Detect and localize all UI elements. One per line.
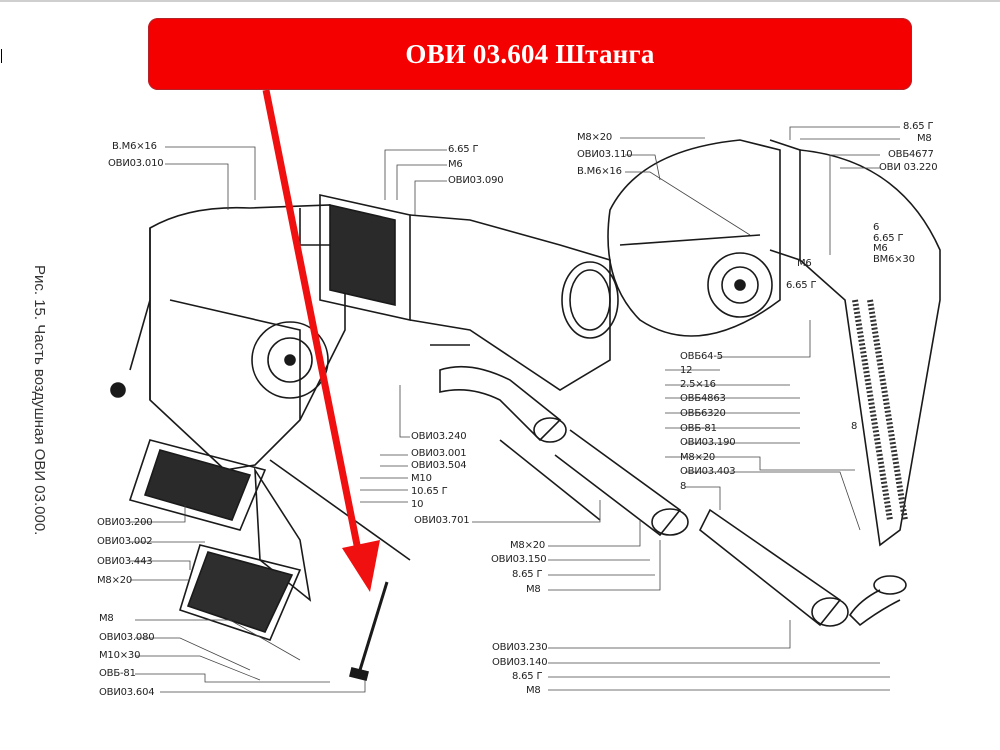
part-label: ОВИ03.604 bbox=[99, 687, 155, 698]
part-label: М8×20 bbox=[577, 132, 613, 143]
part-label: ОВБ-81 bbox=[99, 668, 136, 679]
left-hopper bbox=[128, 439, 411, 641]
part-label: ОВИ03.701 bbox=[414, 515, 470, 526]
pointer-arrow bbox=[262, 89, 380, 592]
part-label: ВМ6×30 bbox=[873, 254, 915, 265]
part-label: ОВИ03.150 bbox=[491, 554, 547, 565]
part-label: ОВИ03.190 bbox=[680, 437, 736, 448]
part-label: ОВИ03.443 bbox=[97, 556, 153, 567]
part-label: 8.65 Г bbox=[512, 569, 543, 580]
part-label: ОВБ4863 bbox=[680, 393, 726, 404]
left-blower-housing bbox=[110, 204, 346, 471]
part-label: ОВИ 03.220 bbox=[879, 162, 938, 173]
part-label: 2.5×16 bbox=[680, 379, 716, 390]
part-label: 8 bbox=[680, 481, 687, 492]
right-pipes bbox=[698, 508, 907, 627]
part-label: ОВИ03.240 bbox=[411, 431, 467, 442]
part-label: ОВИ03.110 bbox=[577, 149, 633, 160]
right-cyclone-fan bbox=[607, 139, 941, 547]
part-label: ОВИ03.200 bbox=[97, 517, 153, 528]
center-duct bbox=[319, 194, 619, 391]
center-pipes bbox=[439, 365, 689, 537]
rod-part bbox=[349, 581, 389, 681]
part-label: М10×30 bbox=[99, 650, 141, 661]
part-label: ОВБ6320 bbox=[680, 408, 726, 419]
part-label: ОВИ03.080 bbox=[99, 632, 155, 643]
figure-caption: Рис. 15. Часть воздушная ОВИ 03.000. bbox=[31, 265, 48, 536]
part-label: М8 bbox=[526, 584, 541, 595]
part-label: М8×20 bbox=[97, 575, 133, 586]
top-border bbox=[0, 0, 1000, 2]
part-label: В.М6×16 bbox=[577, 166, 622, 177]
part-label: ОВБ4677 bbox=[888, 149, 934, 160]
part-label: М10 bbox=[411, 473, 432, 484]
part-label: ОВИ03.140 bbox=[492, 657, 548, 668]
part-label: 8 bbox=[851, 421, 858, 432]
part-label: ОВИ03.230 bbox=[492, 642, 548, 653]
part-label: М6 bbox=[873, 243, 888, 254]
leader-lines bbox=[130, 126, 900, 693]
part-label: 12 bbox=[680, 365, 693, 376]
part-label: ОВБ64-5 bbox=[680, 351, 723, 362]
part-label: 6.65 Г bbox=[873, 233, 904, 244]
part-label: ОВИ03.010 bbox=[108, 158, 164, 169]
part-label: 10.65 Г bbox=[411, 486, 448, 497]
part-label: М8×20 bbox=[680, 452, 716, 463]
part-label: ОВБ-81 bbox=[680, 423, 717, 434]
banner-title: ОВИ 03.604 Штанга bbox=[405, 38, 655, 69]
part-label: ОВИ03.001 bbox=[411, 448, 467, 459]
part-label: М6 bbox=[448, 159, 463, 170]
part-label: М8 bbox=[526, 685, 541, 696]
part-label: 6 bbox=[873, 222, 880, 233]
part-label: ОВИ03.090 bbox=[448, 175, 504, 186]
part-label: ОВИ03.002 bbox=[97, 536, 153, 547]
part-label: М8 bbox=[99, 613, 114, 624]
text-cursor bbox=[1, 49, 2, 63]
part-label: 8.65 Г bbox=[512, 671, 543, 682]
part-label: ОВИ03.504 bbox=[411, 460, 467, 471]
part-label: 10 bbox=[411, 499, 424, 510]
part-label: 6.65 Г bbox=[786, 280, 817, 291]
part-label: ОВИ03.403 bbox=[680, 466, 736, 477]
part-label: М8 bbox=[917, 133, 932, 144]
title-banner: ОВИ 03.604 Штанга bbox=[148, 18, 912, 90]
part-label: В.М6×16 bbox=[112, 141, 157, 152]
part-label: 8.65 Г bbox=[903, 121, 934, 132]
part-label: 6.65 Г bbox=[448, 144, 479, 155]
part-label: М8×20 bbox=[510, 540, 546, 551]
part-label: М6 bbox=[797, 258, 812, 269]
